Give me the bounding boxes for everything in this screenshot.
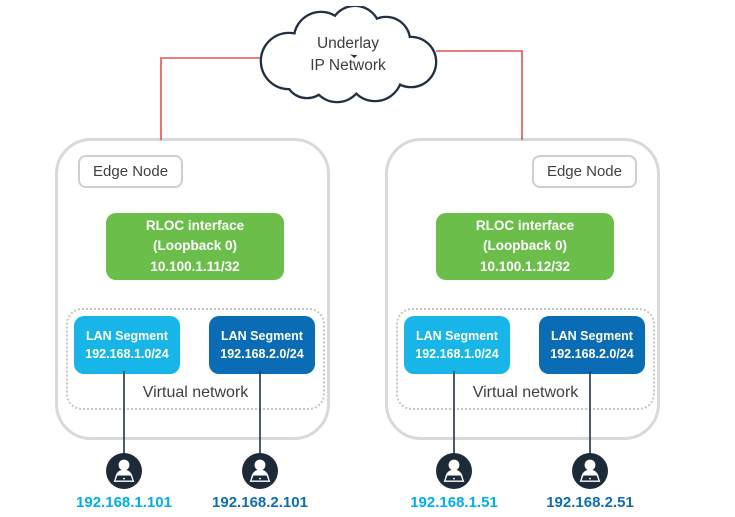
- virtual-network-box-1: LAN Segment 192.168.1.0/24 LAN Segment 1…: [66, 308, 325, 410]
- user-icon: [242, 453, 278, 489]
- rloc-1-loopback: (Loopback 0): [152, 238, 237, 254]
- lan-title: LAN Segment: [551, 328, 633, 343]
- client-ip-label: 192.168.2.101: [212, 494, 308, 511]
- user-icon: [572, 453, 608, 489]
- lan-title: LAN Segment: [221, 328, 303, 343]
- virtual-network-box-2: LAN Segment 192.168.1.0/24 LAN Segment 1…: [396, 308, 655, 410]
- underlay-cloud: Underlay IP Network: [253, 6, 443, 108]
- lan-segment-2-1: LAN Segment 192.168.1.0/24: [404, 316, 510, 374]
- lan-segment-2-2: LAN Segment 192.168.2.0/24: [539, 316, 645, 374]
- cloud-label-line2: IP Network: [310, 57, 386, 74]
- client-4: 192.168.2.51: [525, 452, 655, 511]
- user-icon: [436, 453, 472, 489]
- edge-node-2-box: Edge Node RLOC interface (Loopback 0) 10…: [385, 138, 660, 440]
- underlay-link-line-right: [436, 50, 523, 140]
- lan-subnet: 192.168.1.0/24: [85, 347, 169, 361]
- cloud-label-line1: Underlay: [316, 35, 380, 52]
- client-ip-label: 192.168.2.51: [546, 494, 634, 511]
- lan-subnet: 192.168.1.0/24: [415, 347, 499, 361]
- edge-node-1-box: Edge Node RLOC interface (Loopback 0) 10…: [55, 138, 330, 440]
- client-ip-label: 192.168.1.51: [410, 494, 498, 511]
- virtual-network-label-2: Virtual network: [472, 384, 579, 401]
- edge-node-2-label: Edge Node: [531, 155, 637, 188]
- rloc-2-title: RLOC interface: [475, 218, 575, 234]
- client-1: 192.168.1.101: [59, 452, 189, 511]
- client-ip-label: 192.168.1.101: [76, 494, 172, 511]
- client-3: 192.168.1.51: [389, 452, 519, 511]
- user-icon: [106, 453, 142, 489]
- lan-segment-1-2: LAN Segment 192.168.2.0/24: [209, 316, 315, 374]
- rloc-2-ip: 10.100.1.12/32: [479, 258, 571, 274]
- edge-node-1-label: Edge Node: [78, 155, 184, 188]
- virtual-network-label-1: Virtual network: [142, 384, 249, 401]
- lan-segment-1-1: LAN Segment 192.168.1.0/24: [74, 316, 180, 374]
- lan-subnet: 192.168.2.0/24: [550, 347, 634, 361]
- client-2: 192.168.2.101: [195, 452, 325, 511]
- lan-subnet: 192.168.2.0/24: [220, 347, 304, 361]
- rloc-1-title: RLOC interface: [145, 218, 245, 234]
- rloc-1-ip: 10.100.1.11/32: [150, 258, 240, 274]
- cloud-icon: [259, 6, 438, 104]
- cloud-label: Underlay IP Network: [253, 33, 443, 77]
- lan-title: LAN Segment: [416, 328, 498, 343]
- rloc-2-loopback: (Loopback 0): [482, 238, 567, 254]
- underlay-link-line-left: [160, 57, 267, 140]
- lan-title: LAN Segment: [86, 328, 168, 343]
- rloc-interface-box-1: RLOC interface (Loopback 0) 10.100.1.11/…: [106, 213, 284, 280]
- rloc-interface-box-2: RLOC interface (Loopback 0) 10.100.1.12/…: [436, 213, 614, 280]
